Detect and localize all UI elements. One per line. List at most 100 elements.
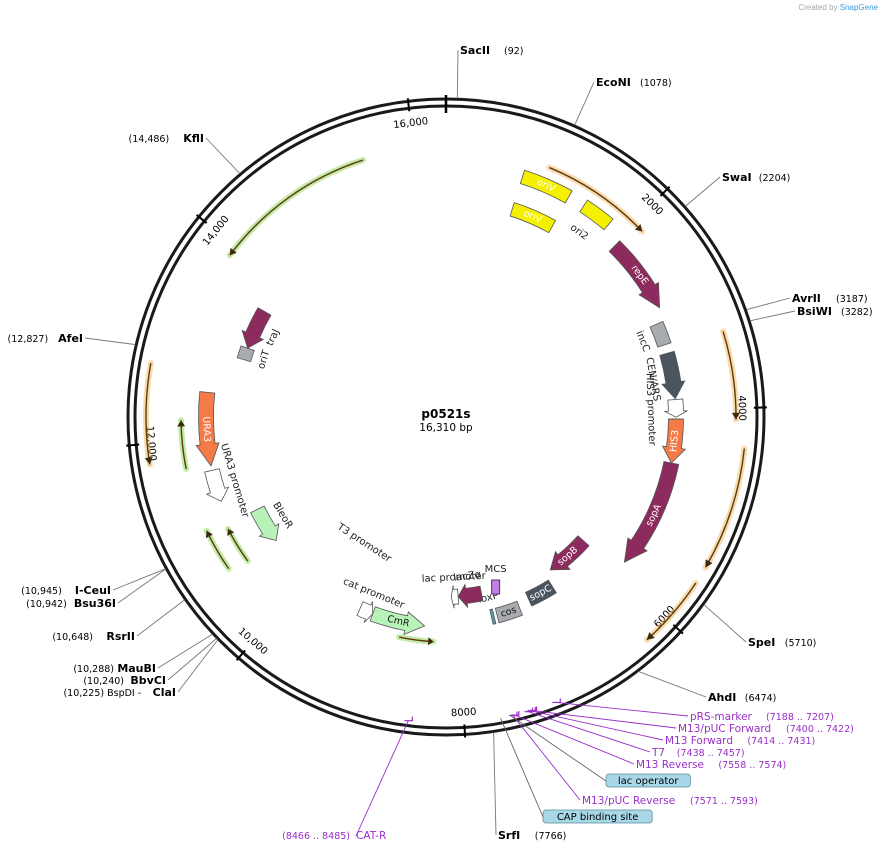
site-rsrii-leader [136, 599, 185, 637]
site-bsiwi-leader [750, 310, 796, 322]
site-kfli-name: KflI [183, 132, 204, 145]
orf-glow-2 [702, 445, 748, 571]
feature-traj [241, 307, 272, 349]
orf-line-2 [705, 448, 746, 568]
mcs-marker [491, 579, 501, 595]
site-srfi-position: (7766) [535, 831, 567, 842]
site-swai-name: SwaI [722, 171, 752, 184]
site-bbvci-leader [167, 638, 217, 681]
site-spei-leader [703, 604, 747, 643]
site-avrii-name: AvrII [792, 292, 821, 305]
feature-sopa [623, 461, 680, 563]
site-i-ceui-position: (10,945) [21, 586, 62, 597]
site-afei-leader [84, 337, 136, 346]
feature-lac-promoter-label: lac promoter [422, 571, 487, 585]
feature-t3-promoter-label: T3 promoter [334, 521, 394, 565]
site-swai-position: (2204) [759, 173, 791, 184]
site-econi-name: EcoNI [596, 76, 631, 89]
primer-cat-r-leader [355, 720, 409, 837]
box-cap-binding-site-leader [500, 717, 544, 818]
site-spei-position: (5710) [785, 638, 817, 649]
mcs-label: MCS [485, 564, 507, 575]
site-maubi-position: (10,288) [73, 664, 114, 675]
orf-arrowhead-3 [646, 632, 655, 640]
site-maubi-name: MauBI [117, 662, 156, 675]
site-clai-name: ClaI [153, 686, 176, 699]
primer-sites: pRS-marker(7188 .. 7207)M13/pUC Forward(… [282, 698, 854, 842]
restriction-sites: SacII(92)EcoNI(1078)SwaI(2204)AvrII(3187… [8, 44, 873, 842]
feature-loxp [489, 608, 497, 625]
orf-arrowhead-2 [705, 559, 713, 568]
primer-m13-puc-reverse-position: (7571 .. 7593) [690, 796, 758, 807]
plasmid-size: 16,310 bp [419, 422, 473, 434]
site-bsu36i-position: (10,942) [26, 599, 67, 610]
feature-ura3 [195, 391, 220, 467]
tick-mark-16-000 [406, 98, 411, 112]
feature-his3 [661, 418, 687, 464]
site-kfli-position: (14,486) [129, 134, 170, 145]
site-rsrii-name: RsrII [106, 630, 135, 643]
site-clai-leader [177, 639, 219, 693]
site-econi-position: (1078) [640, 78, 672, 89]
orf-arrowhead-9 [427, 637, 434, 646]
feature-cos-label: cos [499, 605, 518, 620]
feature-incc-label: incC [634, 329, 652, 353]
snapgene-brand: SnapGene [839, 3, 878, 12]
primer-prs-marker-mark [552, 698, 561, 704]
site-bsu36i-name: Bsu36I [74, 597, 116, 610]
primer-t7-name: T7 [651, 747, 665, 759]
orf-arrowhead-8 [227, 529, 235, 536]
feature-repe [608, 240, 661, 309]
site-maubi-leader [157, 633, 213, 669]
feature-cmr [369, 606, 426, 636]
feature-his3-promoter-label: HIS3 promoter [644, 373, 658, 447]
primer-m13-reverse-position: (7558 .. 7574) [718, 760, 786, 771]
primer-cat-r-position: (8466 .. 8485) [282, 831, 350, 842]
feature-oriv [519, 169, 573, 204]
primer-m13-puc-reverse-mark [508, 711, 518, 717]
box-cap-binding-site-label: CAP binding site [557, 812, 639, 823]
site-avrii-position: (3187) [836, 294, 868, 305]
feature-cat-promoter [356, 601, 374, 624]
plasmid-name: p0521s [421, 407, 470, 421]
feature-ori2-label: ori2 [568, 222, 590, 242]
feature-oriv [509, 202, 557, 234]
site-bsiwi-position: (3282) [841, 307, 873, 318]
feature-ura3-label: URA3 [200, 416, 212, 442]
box-cap-binding-site [542, 809, 653, 824]
tick-mark-14-000 [195, 214, 208, 224]
primer-m13-forward-leader [531, 710, 664, 741]
orf-line-4 [145, 363, 152, 465]
orf-arrowhead-7 [205, 530, 213, 539]
snapgene-credit: Created by SnapGene [798, 3, 878, 12]
tick-mark-2000 [659, 185, 671, 197]
primer-m13-reverse-leader [514, 714, 635, 765]
primer-m13-puc-forward-name: M13/pUC Forward [678, 723, 771, 735]
orf-arrowhead-0 [634, 224, 643, 232]
site-sacii-name: SacII [460, 44, 490, 57]
feature-sopb [549, 535, 590, 571]
feature-cat-promoter-label: cat promoter [341, 576, 406, 611]
site-swai-leader [685, 176, 721, 207]
primer-m13-puc-forward-position: (7400 .. 7422) [786, 724, 854, 735]
primer-prs-marker-leader [556, 701, 689, 717]
credit-prefix: Created by [798, 3, 838, 12]
feature-lac-promoter [450, 585, 460, 609]
orf-arrowhead-4 [144, 457, 153, 465]
tick-label-8000: 8000 [451, 707, 477, 719]
site-ahdi-leader [638, 670, 707, 698]
tick-label-12-000: 12,000 [144, 426, 158, 462]
primer-t7-mark [524, 707, 534, 713]
primer-m13-puc-reverse-leader [512, 715, 581, 801]
site-bsiwi-name: BsiWI [797, 305, 832, 318]
orf-line-0 [549, 166, 643, 232]
box-lac-operator-leader [510, 715, 607, 782]
primer-cat-r-name: CAT-R [356, 830, 386, 842]
primer-t7-position: (7438 .. 7457) [677, 748, 745, 759]
feature-unnamed-6 [664, 398, 688, 418]
site-afei-name: AfeI [58, 332, 83, 345]
primer-m13-puc-reverse-name: M13/pUC Reverse [582, 795, 675, 807]
primer-prs-marker-position: (7188 .. 7207) [766, 712, 834, 723]
feature-bleor [250, 505, 280, 542]
